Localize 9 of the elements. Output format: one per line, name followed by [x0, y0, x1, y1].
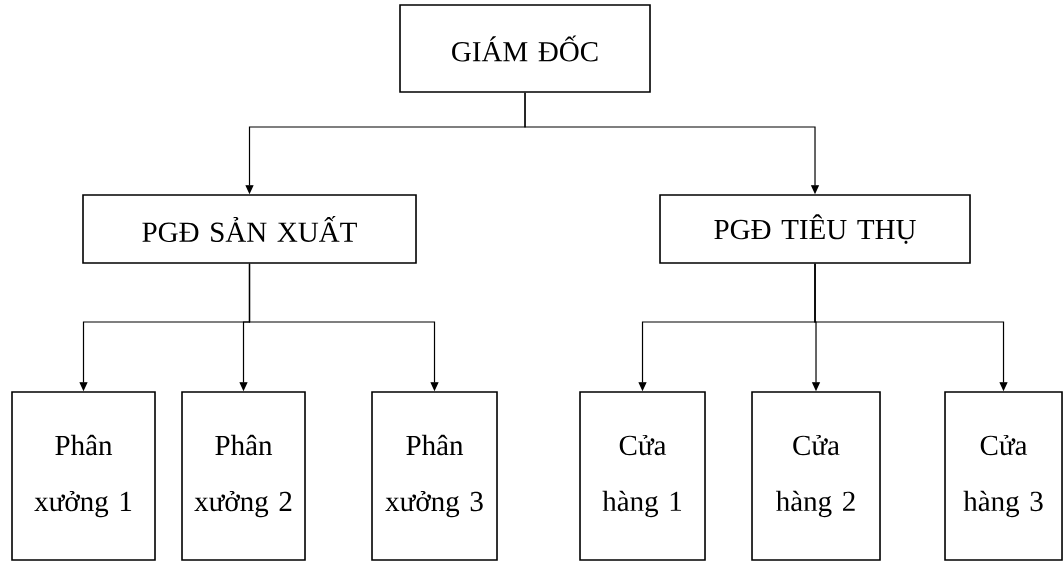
org-box: PGĐ SẢN XUẤT [82, 194, 417, 264]
org-box: PGĐ TIÊU THỤ [659, 194, 971, 264]
org-box: Cửa hàng 3 [944, 391, 1063, 561]
org-box: Phân xưởng 1 [11, 391, 156, 561]
org-box: Phân xưởng 2 [181, 391, 306, 561]
org-box: Cửa hàng 2 [751, 391, 881, 561]
org-box: Cửa hàng 1 [579, 391, 706, 561]
org-box: GIÁM ĐỐC [399, 4, 651, 93]
org-box: Phân xưởng 3 [371, 391, 498, 561]
